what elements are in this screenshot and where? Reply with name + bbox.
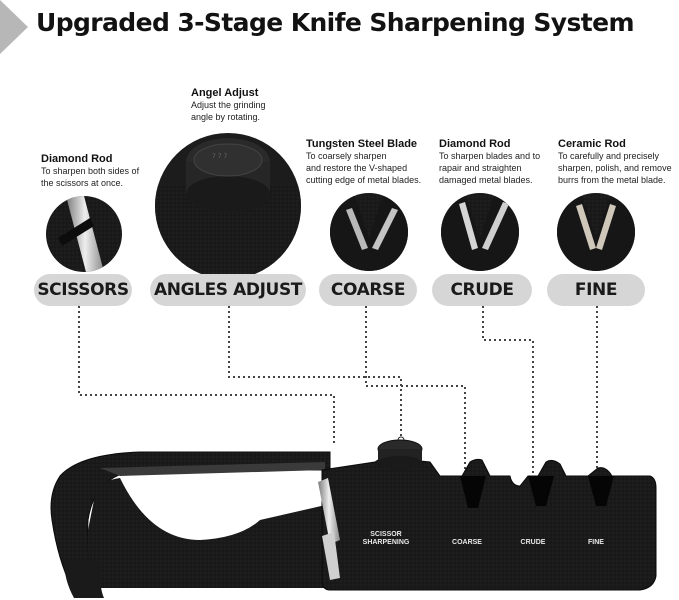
callout-line: To coarsely sharpen <box>306 151 387 162</box>
callout-line: angle by rotating. <box>191 111 261 122</box>
device-label-coarse: COARSE <box>452 539 482 546</box>
scissor-rod-closeup <box>46 196 122 272</box>
label-angles-adjust: ANGLES ADJUST <box>150 274 306 306</box>
device-label-line: SHARPENING <box>362 538 410 546</box>
leader-coarse <box>365 306 466 492</box>
label-crude: CRUDE <box>432 274 532 306</box>
callout-fine: Ceramic Rod To carefully and precisely s… <box>558 137 672 186</box>
leader-crude <box>482 306 534 490</box>
callout-line: and restore the V-shaped <box>306 162 408 173</box>
label-fine: FINE <box>547 274 645 306</box>
callout-line: To sharpen blades and to <box>439 151 541 162</box>
callout-title: Diamond Rod <box>41 153 113 165</box>
device-label-crude: CRUDE <box>520 539 546 546</box>
callout-title: Diamond Rod <box>439 138 511 150</box>
leader-scissors <box>78 306 335 446</box>
callout-title: Ceramic Rod <box>558 138 626 150</box>
callout-line: rapair and straighten <box>439 162 522 173</box>
corner-triangle <box>0 0 28 54</box>
device-label-fine: FINE <box>588 539 604 546</box>
callout-crude: Diamond Rod To sharpen blades and to rap… <box>439 137 540 186</box>
page-title: Upgraded 3-Stage Knife Sharpening System <box>36 8 635 37</box>
callout-line: Adjust the grinding <box>191 100 266 111</box>
leader-angle <box>228 306 402 440</box>
angle-knob-closeup: 7 7 7 <box>155 133 301 279</box>
callout-line: damaged metal blades. <box>439 174 533 185</box>
callout-scissor-rod: Diamond Rod To sharpen both sides of the… <box>41 152 139 190</box>
fine-slot-closeup <box>557 193 635 271</box>
callout-line: cutting edge of metal blades. <box>306 174 422 185</box>
callout-line: To carefully and precisely <box>558 151 660 162</box>
device-label-line: SCISSOR <box>370 531 402 538</box>
callout-line: To sharpen both sides of <box>41 166 140 177</box>
sharpener-device <box>50 439 657 598</box>
callout-line: burrs from the metal blade. <box>558 174 666 185</box>
callout-title: Tungsten Steel Blade <box>306 138 418 150</box>
callout-line: the scissors at once. <box>41 177 124 188</box>
label-scissors: SCISSORS <box>34 274 132 306</box>
device-label-scissor: SCISSOR SHARPENING <box>356 531 416 546</box>
callout-title: Angel Adjust <box>191 87 259 99</box>
leader-lines <box>78 306 598 492</box>
callout-line: sharpen, polish, and remove <box>558 162 672 173</box>
svg-text:7 7 7: 7 7 7 <box>212 153 227 160</box>
crude-slot-closeup <box>441 193 519 271</box>
callout-coarse: Tungsten Steel Blade To coarsely sharpen… <box>306 137 421 186</box>
coarse-slot-closeup <box>330 193 408 271</box>
callout-angle-adjust: Angel Adjust Adjust the grinding angle b… <box>191 86 266 124</box>
label-coarse: COARSE <box>319 274 417 306</box>
